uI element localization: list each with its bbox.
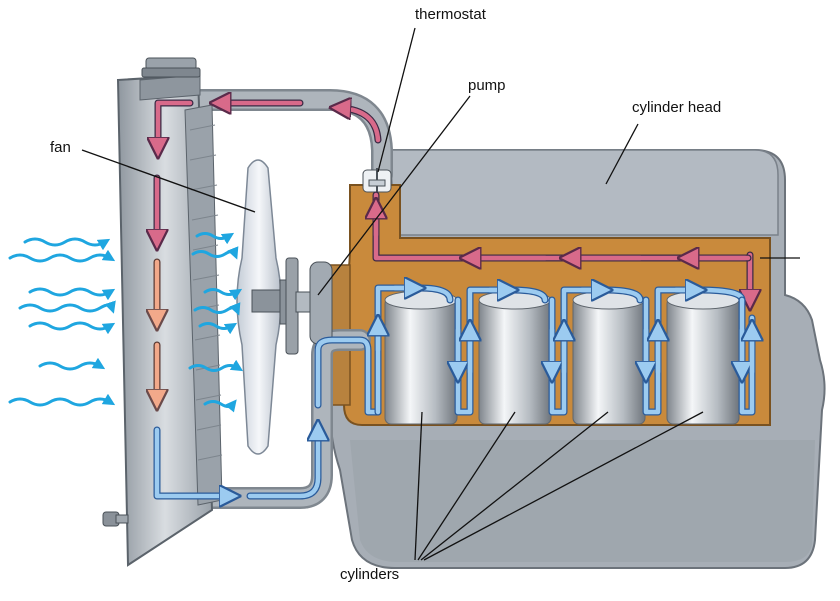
hot-coolant-flow [157, 103, 750, 300]
thermostat-icon [362, 168, 392, 196]
drain-plug-icon [102, 511, 129, 527]
cylinder-head-label: cylinder head [632, 99, 722, 116]
cylinders-label: cylinders [340, 566, 400, 583]
fan-label: fan [50, 139, 71, 156]
radiator [102, 57, 223, 567]
cylinder-4 [666, 290, 740, 425]
thermostat-label: thermostat [415, 6, 486, 23]
cylinder-3 [572, 290, 646, 425]
radiator-cap-icon [141, 57, 201, 78]
leader-lines [81, 27, 800, 561]
air-flow-arrows [8, 232, 244, 413]
pump-icon [309, 261, 333, 345]
cylinder-2 [478, 290, 552, 425]
cylinders-group [384, 290, 740, 425]
cylinder-1 [384, 290, 458, 425]
cool-coolant-flow [153, 288, 752, 496]
fan [236, 159, 319, 455]
pump-label: pump [468, 77, 506, 94]
